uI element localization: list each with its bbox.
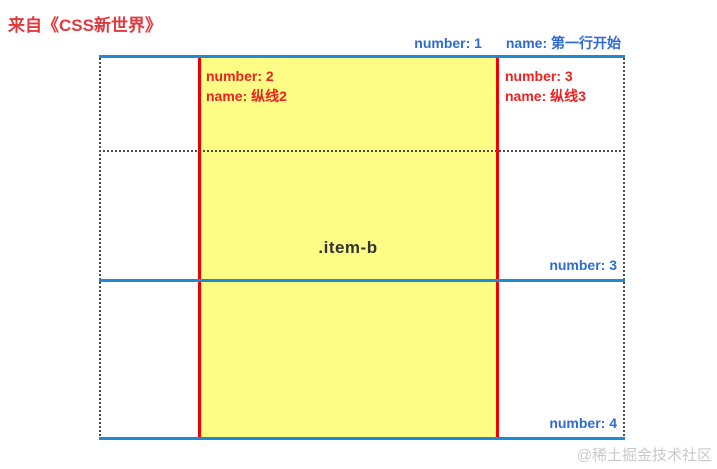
row-line-1-name: name: 第一行开始 (505, 35, 621, 51)
row-line-4 (99, 437, 625, 440)
source-title: 来自《CSS新世界》 (8, 16, 162, 35)
grid-left-dotted-border (99, 55, 101, 440)
item-b-label: .item-b (318, 237, 378, 257)
column-line-2 (198, 55, 201, 440)
column-line-2-label: number: 2 name: 纵线2 (206, 66, 287, 106)
grid-container: .item-b number: 2 name: 纵线2 number: 3 na… (99, 55, 625, 440)
row-line-3 (99, 279, 625, 282)
row-line-3-label: number: 3 (549, 257, 617, 273)
column-line-2-name: name: 纵线2 (206, 88, 287, 104)
watermark: @稀土掘金技术社区 (576, 447, 712, 464)
column-line-2-number: number: 2 (206, 68, 274, 84)
row-line-2-dotted (99, 150, 625, 152)
column-line-3-name: name: 纵线3 (505, 88, 586, 104)
row-line-1-label: number: 1 name: 第一行开始 (414, 33, 621, 53)
grid-right-dotted-border (623, 55, 625, 440)
row-line-1-number: number: 1 (414, 35, 482, 51)
column-line-3 (496, 55, 499, 440)
column-line-3-label: number: 3 name: 纵线3 (505, 66, 586, 106)
grid-item-b: .item-b (199, 57, 497, 438)
row-line-4-label: number: 4 (549, 415, 617, 431)
column-line-3-number: number: 3 (505, 68, 573, 84)
row-line-1 (99, 55, 625, 58)
